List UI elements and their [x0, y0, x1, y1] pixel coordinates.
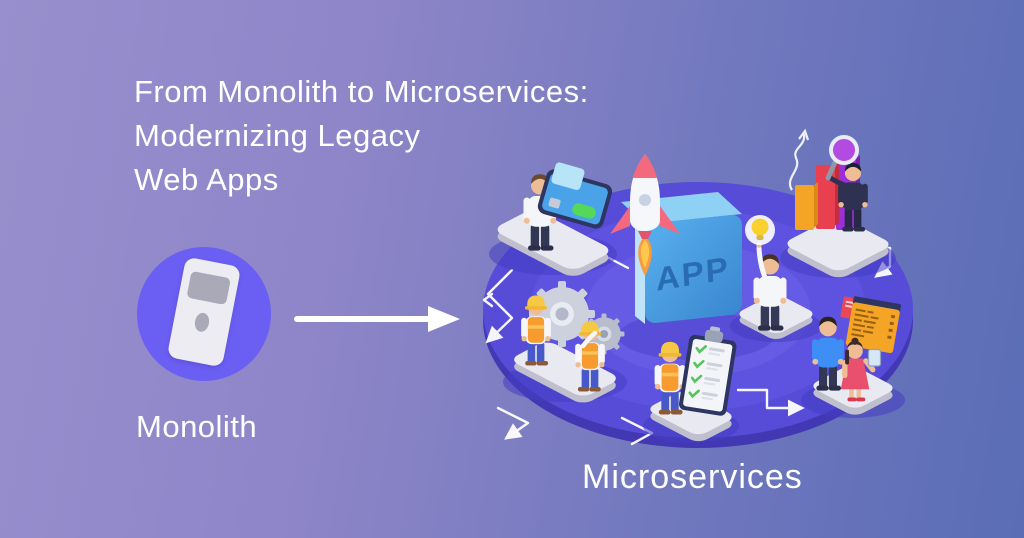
- monolith-icon: [137, 247, 271, 381]
- credit-card-icon: [537, 162, 613, 229]
- lightbulb-icon: [745, 215, 775, 245]
- rocket-icon: [610, 154, 680, 276]
- platform-analytics: [780, 128, 896, 278]
- page-title: From Monolith to Microservices: Moderniz…: [134, 74, 589, 197]
- monolith-slab-screen: [186, 270, 231, 306]
- magnifier-icon: [825, 135, 859, 181]
- right-arrow-icon: [294, 306, 460, 332]
- platform-idea: [730, 215, 822, 342]
- platform-code-review: [801, 296, 905, 418]
- monolith-slab-button: [193, 311, 211, 333]
- platform-checklist: [643, 326, 739, 443]
- growth-arrow-icon: [788, 133, 806, 191]
- platform-gears: [503, 281, 627, 403]
- clipboard-checklist-icon: [678, 326, 737, 416]
- code-screen-icon: [840, 296, 901, 354]
- monolith-slab-icon: [166, 256, 242, 368]
- monolith-label: Monolith: [136, 409, 258, 444]
- microservices-label: Microservices: [582, 458, 803, 496]
- person-woman: [840, 337, 882, 402]
- platform-credit-card: [489, 162, 617, 276]
- microservices-illustration: APP: [482, 128, 913, 448]
